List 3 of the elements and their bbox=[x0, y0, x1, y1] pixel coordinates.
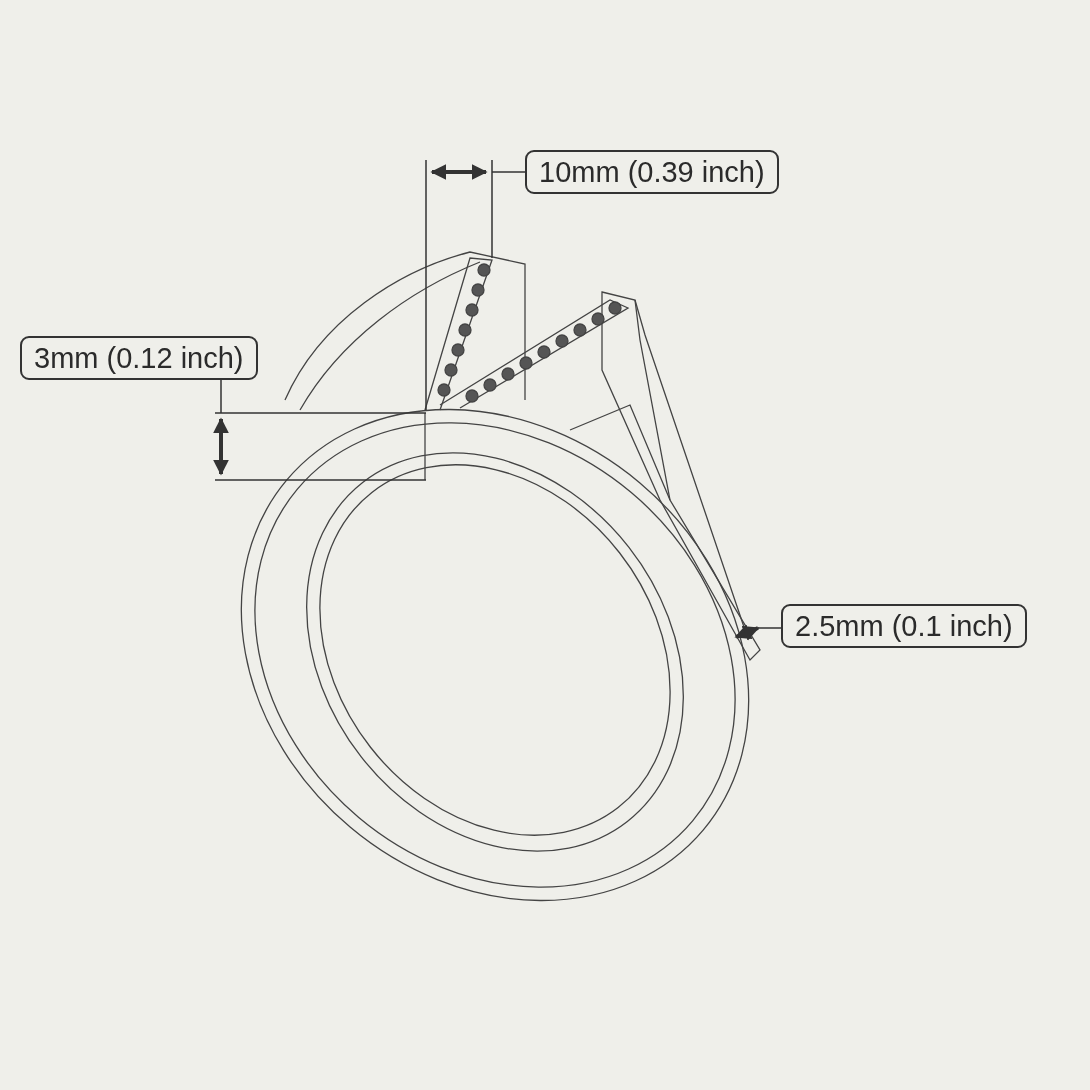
dimension-label: 2.5mm (0.1 inch) bbox=[781, 604, 1027, 648]
dimension-label: 10mm (0.39 inch) bbox=[525, 150, 779, 194]
dimension-label: 3mm (0.12 inch) bbox=[20, 336, 258, 380]
